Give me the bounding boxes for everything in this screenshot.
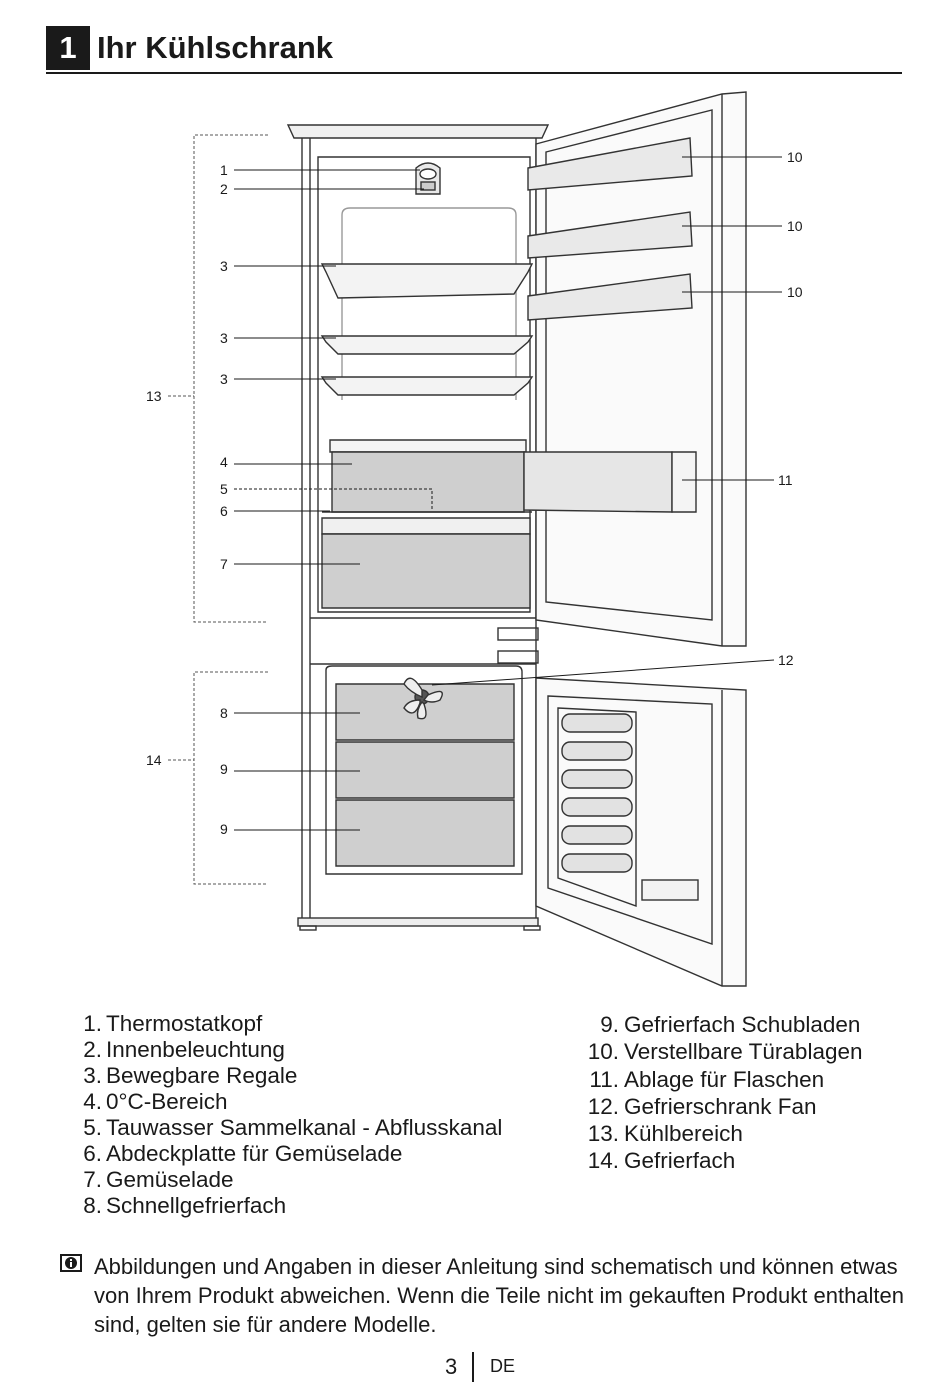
fridge-diagram: 1 2 3 3 3 4 5 6 7 8 9 9 10 10 10 11 12 1… bbox=[146, 91, 803, 987]
leader-lines bbox=[234, 156, 782, 831]
legend-item: 13.Kühlbereich bbox=[587, 1121, 743, 1147]
language-code: DE bbox=[490, 1356, 516, 1376]
fridge-illustration bbox=[286, 91, 747, 987]
legend-item: 7.Gemüselade bbox=[83, 1167, 234, 1192]
bracket-label: 13 bbox=[146, 388, 162, 404]
legend-item: 14.Gefrierfach bbox=[587, 1148, 736, 1174]
legend-item: 8.Schnellgefrierfach bbox=[83, 1193, 287, 1218]
callout-label: 2 bbox=[220, 181, 228, 197]
chapter-title: Ihr Kühlschrank bbox=[97, 30, 333, 65]
callout-label: 12 bbox=[778, 652, 794, 668]
note-text: Abbildungen und Angaben in dieser Anleit… bbox=[94, 1254, 905, 1337]
callout-label: 4 bbox=[220, 454, 228, 470]
legend-item: 5.Tauwasser Sammelkanal - Abflusskanal bbox=[83, 1115, 503, 1140]
callout-label: 5 bbox=[220, 481, 228, 497]
footer-separator bbox=[472, 1352, 474, 1382]
bracket-label: 14 bbox=[146, 752, 162, 768]
chapter-header: 1 Ihr Kühlschrank bbox=[46, 26, 902, 74]
legend-item: 2.Innenbeleuchtung bbox=[83, 1037, 285, 1062]
page-footer: 3 DE bbox=[0, 1350, 950, 1384]
page-number: 3 bbox=[445, 1354, 458, 1379]
callout-label: 1 bbox=[220, 162, 228, 178]
legend-item: 1.Thermostatkopf bbox=[83, 1011, 263, 1036]
section-brackets bbox=[168, 134, 268, 885]
callout-label: 3 bbox=[220, 330, 228, 346]
callout-label: 10 bbox=[787, 149, 803, 165]
parts-legend-right: 9.Gefrierfach Schubladen 10.Verstellbare… bbox=[583, 1012, 863, 1176]
callout-label: 6 bbox=[220, 503, 228, 519]
callout-label: 3 bbox=[220, 371, 228, 387]
callout-label: 10 bbox=[787, 218, 803, 234]
callout-label: 11 bbox=[778, 472, 793, 488]
legend-item: 10.Verstellbare Türablagen bbox=[587, 1039, 863, 1065]
legend-item: 6.Abdeckplatte für Gemüselade bbox=[83, 1141, 403, 1166]
callout-label: 3 bbox=[220, 258, 228, 274]
legend-item: 11.Ablage für Flaschen bbox=[589, 1066, 825, 1092]
chapter-number: 1 bbox=[46, 26, 90, 70]
callout-label: 9 bbox=[220, 761, 228, 777]
info-icon bbox=[60, 1254, 82, 1272]
callout-label: 8 bbox=[220, 705, 228, 721]
callout-label: 7 bbox=[220, 556, 228, 572]
callout-label: 9 bbox=[220, 821, 228, 837]
callout-label: 10 bbox=[787, 284, 803, 300]
legend-item: 4.0°C-Bereich bbox=[83, 1089, 228, 1114]
parts-legend-left: 1.Thermostatkopf 2.Innenbeleuchtung 3.Be… bbox=[78, 1011, 502, 1219]
legend-item: 3.Bewegbare Regale bbox=[83, 1063, 298, 1088]
legend-item: 9.Gefrierfach Schubladen bbox=[600, 1012, 861, 1037]
legend-item: 12.Gefrierschrank Fan bbox=[587, 1093, 817, 1119]
